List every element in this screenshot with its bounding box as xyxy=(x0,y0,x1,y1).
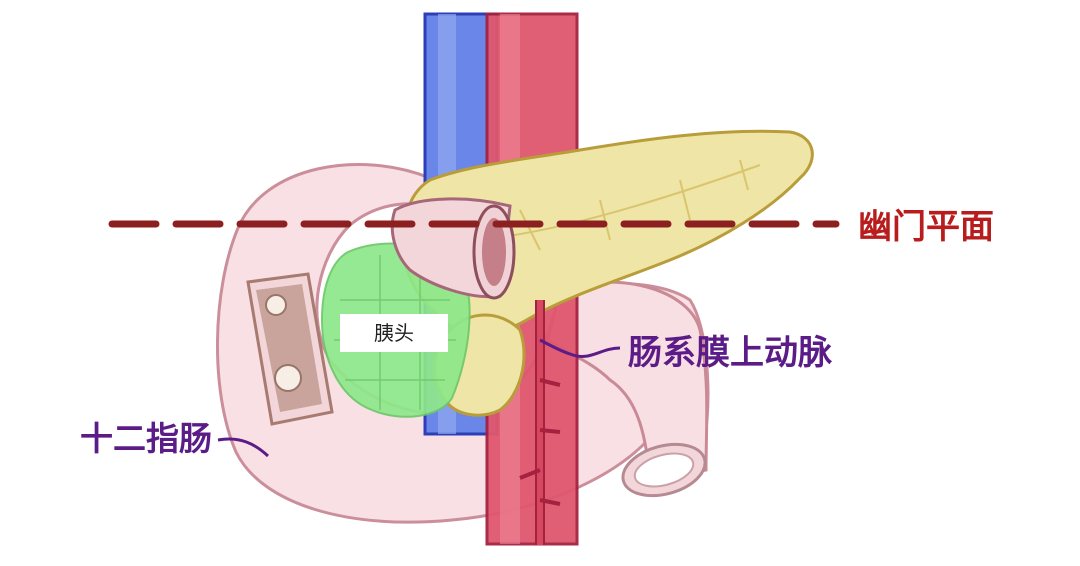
pyloric-plane-label: 幽门平面 xyxy=(858,207,994,247)
duodenum xyxy=(216,163,710,524)
duodenum-callout-line xyxy=(217,437,270,458)
pylorus xyxy=(390,197,516,300)
superior-mesenteric-artery-label: 肠系膜上动脉 xyxy=(628,333,832,373)
sma-callout-line xyxy=(539,338,621,358)
pancreatic-head-label: 胰头 xyxy=(340,314,448,352)
duodenum-label: 十二指肠 xyxy=(80,419,212,458)
